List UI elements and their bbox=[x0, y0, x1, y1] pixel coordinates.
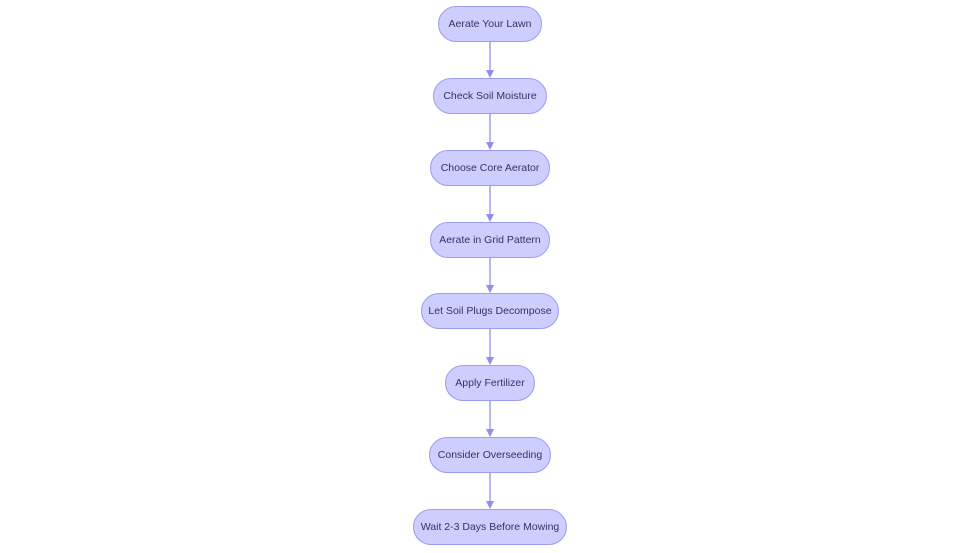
flow-node-label: Apply Fertilizer bbox=[455, 377, 525, 389]
flow-node-label: Check Soil Moisture bbox=[443, 90, 537, 102]
flow-node-wait-before-mowing: Wait 2-3 Days Before Mowing bbox=[413, 509, 567, 545]
flow-node-consider-overseeding: Consider Overseeding bbox=[429, 437, 551, 473]
flow-node-let-soil-plugs-decompose: Let Soil Plugs Decompose bbox=[421, 293, 559, 329]
flow-node-check-soil-moisture: Check Soil Moisture bbox=[433, 78, 547, 114]
flow-node-choose-core-aerator: Choose Core Aerator bbox=[430, 150, 550, 186]
flow-node-apply-fertilizer: Apply Fertilizer bbox=[445, 365, 535, 401]
flow-node-label: Aerate in Grid Pattern bbox=[439, 234, 541, 246]
flow-node-label: Aerate Your Lawn bbox=[448, 18, 532, 30]
flow-node-aerate-your-lawn: Aerate Your Lawn bbox=[438, 6, 542, 42]
flow-node-label: Choose Core Aerator bbox=[440, 162, 540, 174]
flow-node-aerate-in-grid-pattern: Aerate in Grid Pattern bbox=[430, 222, 550, 258]
flow-node-label: Wait 2-3 Days Before Mowing bbox=[420, 521, 560, 533]
flow-node-label: Let Soil Plugs Decompose bbox=[428, 305, 552, 317]
flow-node-label: Consider Overseeding bbox=[437, 449, 543, 461]
